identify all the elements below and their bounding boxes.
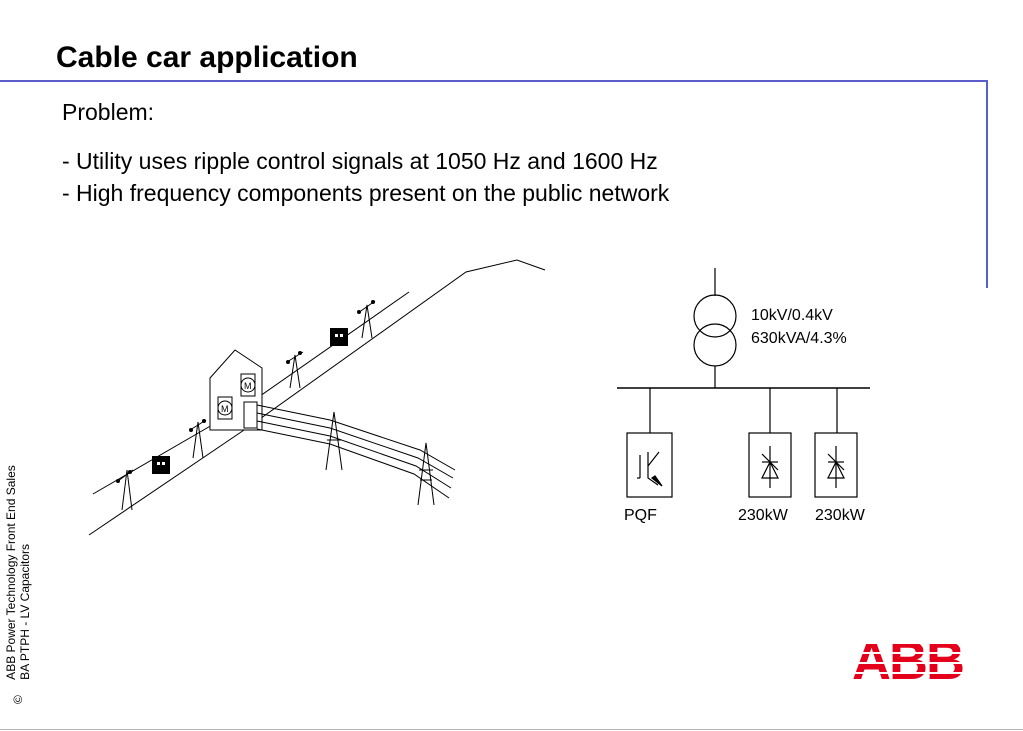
- circuit-diagram: [617, 268, 870, 498]
- bottom-rule: [0, 729, 1023, 730]
- svg-text:M: M: [244, 381, 252, 391]
- pqf-label: PQF: [624, 507, 657, 524]
- transformer-secondary-winding: [693, 323, 737, 367]
- transformer-primary-winding: [693, 294, 737, 338]
- transformer-voltage-label: 10kV/0.4kV: [751, 307, 833, 324]
- sidebar-line-2: BA PTPH - LV Capacitors: [18, 543, 32, 680]
- copyright-symbol: ©: [11, 695, 25, 704]
- transformer-rating-label: 630kVA/4.3%: [751, 330, 847, 347]
- slide-title: Cable car application: [56, 41, 358, 74]
- tower-joints: [116, 300, 375, 483]
- frame-top-line: [0, 80, 988, 82]
- abb-logo: ABB: [850, 631, 972, 691]
- load1-label: 230kW: [738, 507, 789, 524]
- sidebar-footer-text: © ABB Power Technology Front End Sales B…: [4, 465, 32, 704]
- svg-text:M: M: [221, 404, 229, 414]
- cable-car-cabins: [152, 328, 348, 474]
- cable-car-illustration: M M: [88, 259, 546, 536]
- frame-right-line: [986, 80, 988, 288]
- sidebar-line-1: ABB Power Technology Front End Sales: [4, 465, 18, 680]
- bullet-item: - High frequency components present on t…: [62, 180, 670, 206]
- problem-heading: Problem:: [62, 99, 155, 125]
- pqf-box: [626, 432, 673, 498]
- abb-logo-text: ABB: [852, 631, 963, 691]
- load2-box: [814, 432, 858, 498]
- load2-label: 230kW: [815, 507, 866, 524]
- bullet-list: - Utility uses ripple control signals at…: [62, 145, 669, 209]
- load1-box: [748, 432, 792, 498]
- bullet-item: - Utility uses ripple control signals at…: [62, 148, 658, 174]
